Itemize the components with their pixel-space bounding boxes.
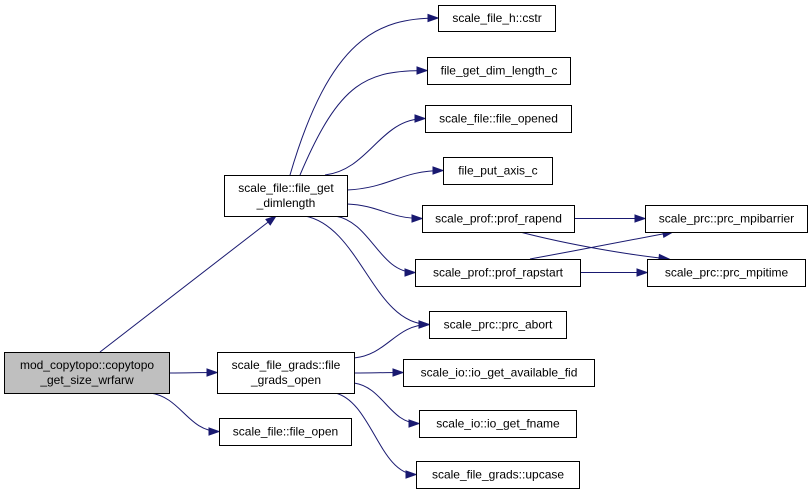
edge-line: [346, 203, 423, 219]
node-box[interactable]: [647, 259, 806, 287]
edge-fgo-to-fname: [353, 382, 421, 428]
node-box[interactable]: [427, 57, 571, 85]
node-box[interactable]: [4, 352, 170, 394]
node-label: scale_file_h::cstr: [452, 11, 541, 25]
node-label: _grads_open: [250, 373, 321, 387]
node-upcase[interactable]: scale_file_grads::upcase: [416, 461, 580, 489]
arrowhead-icon: [206, 368, 219, 377]
edge-line: [299, 70, 428, 176]
edges-layer: [99, 13, 675, 479]
edge-line: [519, 231, 670, 260]
edge-fgo-to-fid: [353, 368, 405, 377]
edge-line: [99, 215, 277, 353]
node-label: file_put_axis_c: [458, 164, 537, 178]
node-mpibarrier[interactable]: scale_prc::prc_mpibarrier: [645, 205, 808, 233]
edge-root-to-fo: [149, 392, 221, 436]
node-label: _dimlength: [256, 196, 316, 210]
node-gdl[interactable]: file_get_dim_length_c: [427, 57, 571, 85]
edge-fgd-to-fop: [324, 114, 427, 176]
node-box[interactable]: [425, 105, 572, 133]
node-box[interactable]: [429, 311, 567, 339]
node-label: scale_file_grads::upcase: [432, 468, 564, 482]
node-label: file_get_dim_length_c: [441, 64, 558, 78]
arrowhead-icon: [392, 368, 405, 377]
arrowhead-icon: [411, 214, 424, 223]
arrowhead-icon: [636, 268, 649, 277]
node-fo[interactable]: scale_file::file_open: [219, 418, 352, 446]
edge-line: [304, 215, 430, 325]
node-abort[interactable]: scale_prc::prc_abort: [429, 311, 567, 339]
edge-line: [529, 231, 674, 260]
arrowhead-icon: [634, 214, 647, 223]
edge-fgd-to-rapstart: [334, 215, 417, 277]
node-box[interactable]: [419, 410, 577, 438]
node-label: scale_file_grads::file: [232, 358, 341, 372]
node-box[interactable]: [224, 175, 348, 217]
edge-root-to-fgd: [99, 215, 278, 353]
edge-rapstart-to-mpibarrier: [529, 229, 675, 260]
node-label: scale_file::file_get: [238, 181, 334, 195]
arrowhead-icon: [427, 13, 440, 23]
node-label: scale_prc::prc_mpitime: [665, 266, 789, 280]
arrowhead-icon: [418, 320, 431, 329]
node-root[interactable]: mod_copytopo::copytopo_get_size_wrfarw: [4, 352, 170, 394]
node-fgo[interactable]: scale_file_grads::file_grads_open: [217, 352, 355, 394]
node-box[interactable]: [645, 205, 808, 233]
edge-line: [346, 170, 444, 191]
edge-fgd-to-cstr: [289, 13, 440, 176]
node-rapend[interactable]: scale_prof::prof_rapend: [422, 205, 575, 233]
node-label: _get_size_wrfarw: [39, 373, 134, 387]
node-fgd[interactable]: scale_file::file_get_dimlength: [224, 175, 348, 217]
arrowhead-icon: [416, 66, 429, 75]
node-label: scale_prc::prc_abort: [444, 318, 553, 332]
node-fid[interactable]: scale_io::io_get_available_fid: [403, 359, 595, 387]
edge-fgo-to-abort: [353, 320, 431, 359]
node-label: scale_file::file_opened: [439, 112, 558, 126]
node-rapstart[interactable]: scale_prof::prof_rapstart: [415, 259, 581, 287]
arrowhead-icon: [208, 427, 221, 436]
node-mpitime[interactable]: scale_prc::prc_mpitime: [647, 259, 806, 287]
arrowhead-icon: [404, 268, 417, 277]
node-box[interactable]: [219, 418, 352, 446]
node-box[interactable]: [415, 259, 581, 287]
node-label: scale_io::io_get_fname: [436, 417, 560, 431]
edge-fgd-to-fpa: [346, 166, 445, 191]
arrowhead-icon: [405, 470, 418, 479]
node-label: scale_prof::prof_rapend: [435, 212, 562, 226]
node-label: scale_prc::prc_mpibarrier: [659, 212, 794, 226]
node-fop[interactable]: scale_file::file_opened: [425, 105, 572, 133]
edge-root-to-fgo: [168, 368, 219, 377]
node-box[interactable]: [403, 359, 595, 387]
node-label: scale_io::io_get_available_fid: [421, 366, 578, 380]
node-box[interactable]: [422, 205, 575, 233]
node-cstr[interactable]: scale_file_h::cstr: [438, 5, 556, 32]
edge-line: [334, 392, 417, 475]
node-label: scale_prof::prof_rapstart: [433, 266, 564, 280]
node-fname[interactable]: scale_io::io_get_fname: [419, 410, 577, 438]
arrowhead-icon: [265, 215, 278, 226]
edge-line: [289, 17, 439, 176]
edge-fgd-to-rapend: [346, 203, 424, 223]
node-label: mod_copytopo::copytopo: [20, 358, 154, 372]
node-box[interactable]: [438, 5, 556, 32]
edge-line: [353, 324, 430, 359]
node-box[interactable]: [416, 461, 580, 489]
nodes-layer: mod_copytopo::copytopo_get_size_wrfarwsc…: [4, 5, 808, 489]
edge-line: [149, 392, 220, 432]
edge-rapend-to-mpibarrier: [574, 214, 647, 223]
node-box[interactable]: [217, 352, 355, 394]
node-box[interactable]: [443, 157, 553, 185]
node-label: scale_file::file_open: [233, 425, 338, 439]
edge-line: [334, 215, 416, 273]
arrowhead-icon: [432, 166, 445, 175]
arrowhead-icon: [408, 419, 421, 428]
arrowhead-icon: [414, 114, 427, 123]
edge-fgo-to-upcase: [334, 392, 418, 479]
node-fpa[interactable]: file_put_axis_c: [443, 157, 553, 185]
edge-line: [324, 118, 426, 176]
edge-fgd-to-gdl: [299, 66, 429, 176]
edge-rapstart-to-mpitime: [579, 268, 649, 277]
